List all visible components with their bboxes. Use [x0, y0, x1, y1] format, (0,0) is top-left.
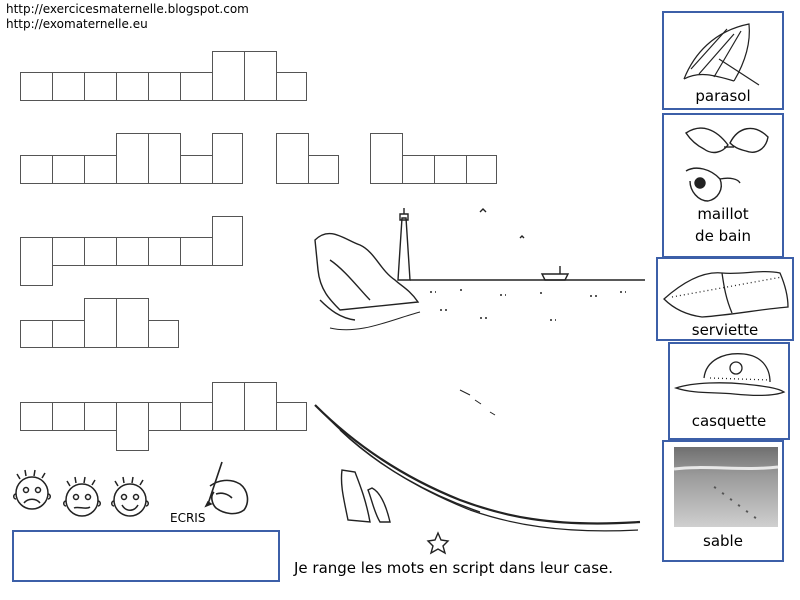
letter-cell[interactable] — [370, 133, 403, 184]
url-exomaternelle: http://exomaternelle.eu — [6, 17, 148, 31]
card-label: sable — [703, 532, 743, 550]
letter-cell[interactable] — [148, 402, 181, 431]
letter-cell[interactable] — [212, 51, 245, 101]
neutral-face-icon — [63, 476, 101, 517]
card-label: maillot de bain — [695, 205, 751, 245]
letter-cell[interactable] — [116, 133, 149, 184]
letter-cell[interactable] — [276, 133, 309, 184]
letter-cell[interactable] — [84, 72, 117, 101]
letter-cell[interactable] — [20, 72, 53, 101]
letter-cell[interactable] — [116, 72, 149, 101]
letter-cell[interactable] — [180, 237, 213, 266]
writing-hand-icon — [204, 461, 249, 515]
letter-cell[interactable] — [148, 237, 181, 266]
card-label: casquette — [691, 412, 767, 430]
instruction-text: Je range les mots en script dans leur ca… — [294, 559, 613, 577]
sad-face-icon — [13, 469, 51, 510]
letter-cell[interactable] — [308, 155, 339, 184]
beach-illustration — [314, 208, 645, 555]
letter-cell[interactable] — [52, 402, 85, 431]
letter-cell[interactable] — [148, 133, 181, 184]
letter-cell[interactable] — [52, 155, 85, 184]
letter-cell[interactable] — [276, 402, 307, 431]
swimsuit-icon — [685, 127, 769, 202]
letter-cell[interactable] — [212, 133, 243, 184]
letter-cell[interactable] — [276, 72, 307, 101]
letter-cell[interactable] — [84, 402, 117, 431]
url-blogspot: http://exercicesmaternelle.blogspot.com — [6, 2, 249, 16]
sand-photo — [673, 447, 779, 527]
letter-cell[interactable] — [244, 382, 277, 431]
card-serviette: serviette — [656, 257, 794, 341]
letter-cell[interactable] — [84, 237, 117, 266]
letter-cell[interactable] — [180, 72, 213, 101]
card-casquette: casquette — [668, 342, 790, 440]
umbrella-icon — [683, 23, 760, 86]
letter-cell[interactable] — [212, 216, 243, 266]
cap-icon — [673, 353, 786, 396]
answer-box[interactable] — [12, 530, 280, 582]
letter-cell[interactable] — [20, 320, 53, 348]
letter-cell[interactable] — [20, 402, 53, 431]
letter-cell[interactable] — [148, 72, 181, 101]
letter-cell[interactable] — [148, 320, 179, 348]
towel-icon — [663, 270, 789, 318]
happy-face-icon — [111, 476, 149, 517]
letter-cell[interactable] — [84, 155, 117, 184]
letter-cell[interactable] — [180, 155, 213, 184]
write-label: ECRIS — [170, 511, 206, 525]
letter-cell[interactable] — [402, 155, 435, 184]
card-sable: sable — [662, 440, 784, 562]
letter-cell[interactable] — [84, 298, 117, 348]
letter-cell[interactable] — [116, 237, 149, 266]
letter-cell[interactable] — [180, 402, 213, 431]
letter-cell[interactable] — [116, 402, 149, 451]
letter-cell[interactable] — [52, 237, 85, 266]
letter-cell[interactable] — [244, 51, 277, 101]
letter-cell[interactable] — [52, 72, 85, 101]
letter-cell[interactable] — [20, 155, 53, 184]
card-parasol: parasol — [662, 11, 784, 110]
letter-cell[interactable] — [20, 237, 53, 286]
letter-cell[interactable] — [116, 298, 149, 348]
card-label: serviette — [691, 321, 759, 339]
letter-cell[interactable] — [434, 155, 467, 184]
letter-cell[interactable] — [212, 382, 245, 431]
card-label: parasol — [695, 87, 751, 105]
letter-cell[interactable] — [52, 320, 85, 348]
letter-cell[interactable] — [466, 155, 497, 184]
card-maillot: maillot de bain — [662, 113, 784, 258]
